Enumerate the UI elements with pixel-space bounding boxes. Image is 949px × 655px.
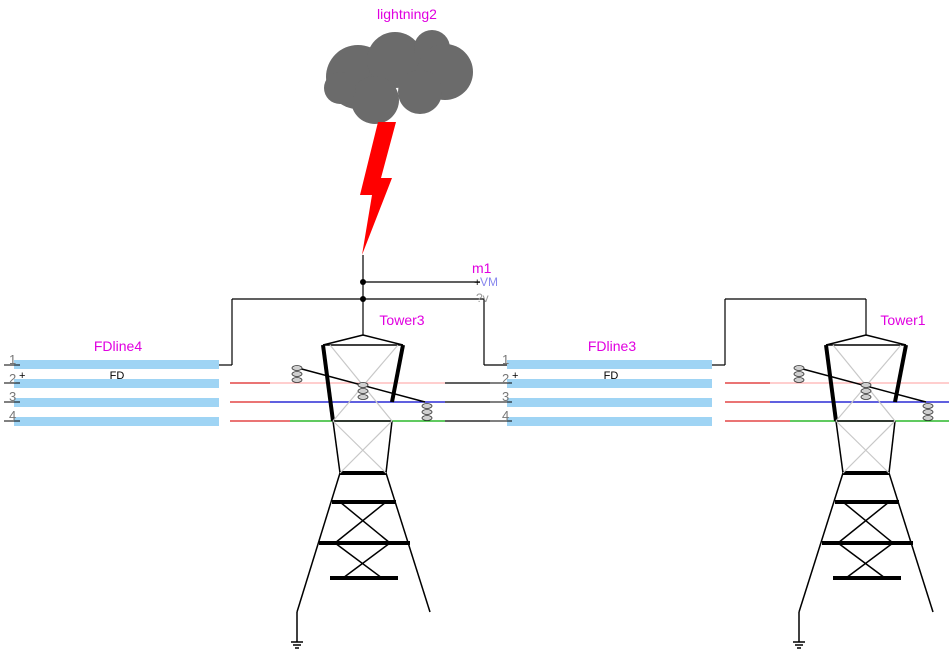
junction-dot xyxy=(360,279,366,285)
fd-conductor xyxy=(14,398,219,407)
fd-conductor xyxy=(507,398,712,407)
pin-3: 3 xyxy=(9,389,16,404)
pin-1: 1 xyxy=(502,352,509,367)
lightning-bolt-icon xyxy=(360,122,396,255)
meter-plus: + xyxy=(474,277,480,289)
voltmeter-m1[interactable]: m1 + VM ?v xyxy=(472,260,498,305)
pin-4: 4 xyxy=(502,408,509,423)
pin-3: 3 xyxy=(502,389,509,404)
pin-4: 4 xyxy=(9,408,16,423)
fd-conductor xyxy=(507,379,712,388)
tower-icon xyxy=(291,334,433,649)
fd-line-4-label: FDline4 xyxy=(94,338,142,354)
tower-3[interactable]: Tower3 xyxy=(291,312,433,649)
fd-line-3-label: FDline3 xyxy=(588,338,636,354)
pin-2: 2 xyxy=(502,371,509,386)
lightning-source[interactable]: lightning2 xyxy=(324,6,473,255)
fd-conductor xyxy=(14,417,219,426)
fd-conductor xyxy=(14,379,219,388)
wires xyxy=(219,255,867,366)
tower-3-label: Tower3 xyxy=(379,312,424,328)
tower-1[interactable]: Tower1 xyxy=(793,312,934,649)
fd-line-3[interactable]: FDline3 1 2 3 4 + FD xyxy=(490,338,712,426)
junction-dot xyxy=(360,296,366,302)
polarity-plus: + xyxy=(512,370,518,382)
meter-label: m1 xyxy=(472,260,492,276)
lightning-label: lightning2 xyxy=(377,6,437,22)
polarity-plus: + xyxy=(19,370,25,382)
pin-1: 1 xyxy=(9,352,16,367)
tower-icon xyxy=(793,334,934,649)
fd-line-4[interactable]: FDline4 1 2 3 4 + FD xyxy=(4,338,219,426)
pin-2: 2 xyxy=(9,371,16,386)
meter-sub: ?v xyxy=(476,291,489,305)
cloud-icon xyxy=(324,30,473,124)
fd-tag: FD xyxy=(110,370,125,382)
fd-tag: FD xyxy=(604,370,619,382)
meter-unit: VM xyxy=(480,275,498,289)
tower-1-label: Tower1 xyxy=(880,312,925,328)
fd-conductor xyxy=(14,360,219,369)
fd-conductor xyxy=(507,360,712,369)
fd-conductor xyxy=(507,417,712,426)
